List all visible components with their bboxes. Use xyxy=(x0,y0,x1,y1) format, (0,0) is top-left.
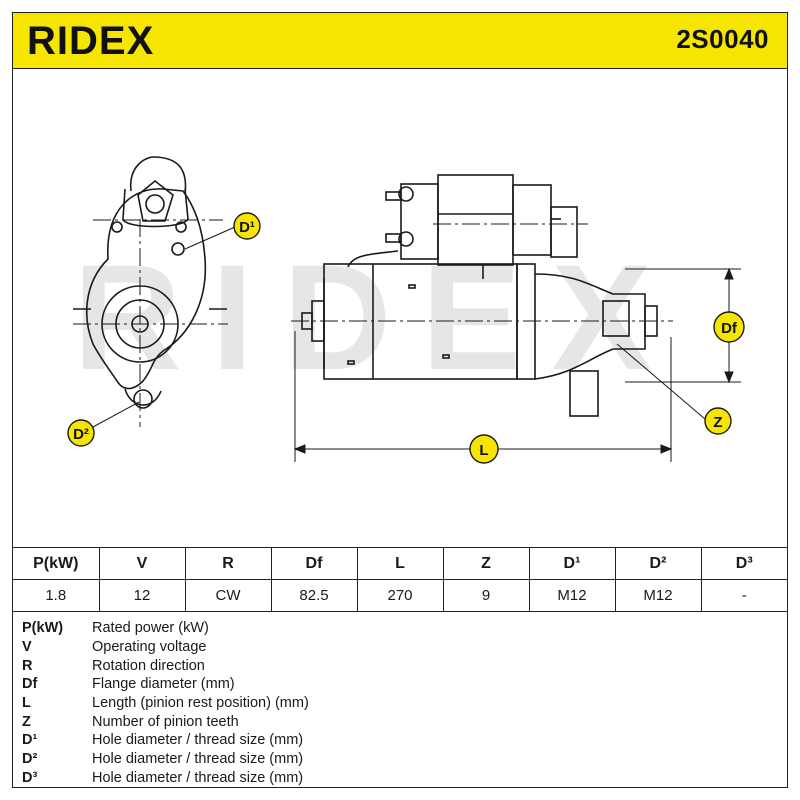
spec-table: P(kW) V R Df L Z D¹ D² D³ 1.8 12 CW 82.5… xyxy=(13,547,787,612)
starter-motor-drawing: RIDEX xyxy=(67,156,745,464)
legend-code: R xyxy=(22,657,33,674)
spec-value: CW xyxy=(184,579,272,612)
spec-value: 82.5 xyxy=(270,579,358,612)
legend-code: D² xyxy=(22,751,38,768)
callout-df: Df xyxy=(713,311,745,343)
legend-code: V xyxy=(22,639,32,656)
callout-l: L xyxy=(469,434,499,464)
legend-desc: Rated power (kW) xyxy=(92,620,209,637)
spec-value: M12 xyxy=(528,579,616,612)
spec-value: 9 xyxy=(442,579,530,612)
watermark-text: RIDEX xyxy=(73,233,681,401)
legend-row: D³ Hole diameter / thread size (mm) xyxy=(22,769,309,788)
legend: P(kW) Rated power (kW) V Operating volta… xyxy=(22,619,309,787)
callout-l-label: L xyxy=(479,442,488,459)
legend-desc: Hole diameter / thread size (mm) xyxy=(92,732,304,749)
legend-desc: Hole diameter / thread size (mm) xyxy=(92,769,304,786)
spec-value: M12 xyxy=(614,579,702,612)
callout-z: Z xyxy=(704,407,732,435)
legend-row: P(kW) Rated power (kW) xyxy=(22,619,309,638)
legend-desc: Length (pinion rest position) (mm) xyxy=(92,695,309,712)
brand-logo-text: RIDEX xyxy=(27,21,154,61)
callout-d2: D² xyxy=(67,419,95,447)
spec-header: P(kW) xyxy=(13,547,100,580)
legend-desc: Operating voltage xyxy=(92,639,207,656)
header-bar: RIDEX 2S0040 xyxy=(13,13,787,69)
spec-header: Df xyxy=(270,547,358,580)
legend-desc: Rotation direction xyxy=(92,657,205,674)
legend-code: Z xyxy=(22,713,31,730)
callout-z-label: Z xyxy=(713,414,722,431)
legend-row: L Length (pinion rest position) (mm) xyxy=(22,694,309,713)
datasheet: RIDEX 2S0040 RIDEX xyxy=(12,12,788,788)
spec-value: 270 xyxy=(356,579,444,612)
spec-header: D¹ xyxy=(528,547,616,580)
legend-code: D³ xyxy=(22,769,38,786)
legend-row: D¹ Hole diameter / thread size (mm) xyxy=(22,731,309,750)
spec-value: 12 xyxy=(98,579,186,612)
spec-header: V xyxy=(98,547,186,580)
legend-code: L xyxy=(22,695,31,712)
spec-value-row: 1.8 12 CW 82.5 270 9 M12 M12 - xyxy=(13,579,787,612)
legend-code: P(kW) xyxy=(22,620,64,637)
callout-d2-label: D² xyxy=(73,426,89,443)
callout-df-label: Df xyxy=(721,320,738,337)
legend-row: Z Number of pinion teeth xyxy=(22,712,309,731)
legend-row: D² Hole diameter / thread size (mm) xyxy=(22,750,309,769)
technical-drawing: RIDEX xyxy=(13,69,787,547)
spec-header: D² xyxy=(614,547,702,580)
legend-code: D¹ xyxy=(22,732,38,749)
legend-code: Df xyxy=(22,676,38,693)
spec-header: L xyxy=(356,547,444,580)
spec-value: 1.8 xyxy=(13,579,100,612)
callout-d1-label: D¹ xyxy=(239,219,255,236)
legend-desc: Hole diameter / thread size (mm) xyxy=(92,751,304,768)
spec-header: R xyxy=(184,547,272,580)
part-number: 2S0040 xyxy=(676,24,769,54)
legend-row: R Rotation direction xyxy=(22,656,309,675)
legend-row: V Operating voltage xyxy=(22,638,309,657)
legend-desc: Flange diameter (mm) xyxy=(92,676,235,693)
spec-header: D³ xyxy=(700,547,787,580)
spec-header: Z xyxy=(442,547,530,580)
spec-header-row: P(kW) V R Df L Z D¹ D² D³ xyxy=(13,547,787,580)
callout-d1: D¹ xyxy=(233,212,261,240)
legend-row: Df Flange diameter (mm) xyxy=(22,675,309,694)
legend-desc: Number of pinion teeth xyxy=(92,713,239,730)
brand-logo: RIDEX xyxy=(27,19,227,66)
spec-value: - xyxy=(700,579,787,612)
